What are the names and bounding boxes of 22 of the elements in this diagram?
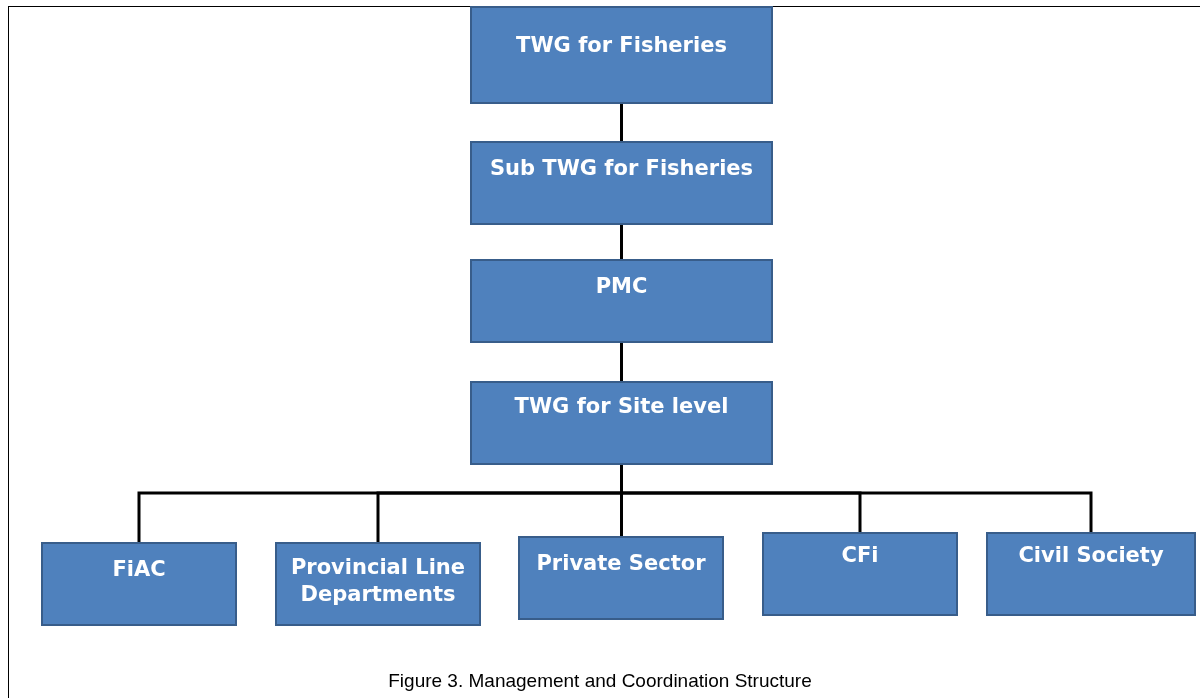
box-label: TWG for Site level bbox=[514, 393, 729, 420]
box-label: Private Sector bbox=[536, 550, 706, 577]
org-box bbox=[518, 536, 724, 620]
box-label: Sub TWG for Fisheries bbox=[489, 155, 754, 182]
box-label: FiAC bbox=[112, 556, 166, 583]
org-box bbox=[470, 141, 773, 225]
figure-caption: Figure 3. Management and Coordination Structure bbox=[387, 670, 813, 692]
connector-line bbox=[620, 225, 623, 259]
box-label: Provincial Line Departments bbox=[289, 554, 467, 609]
org-box bbox=[470, 259, 773, 343]
box-label: TWG for Fisheries bbox=[516, 32, 727, 59]
org-box bbox=[275, 542, 481, 626]
org-box bbox=[986, 532, 1196, 616]
connector-line bbox=[620, 104, 623, 141]
org-box bbox=[470, 6, 773, 104]
org-box bbox=[41, 542, 237, 626]
connector-line bbox=[620, 343, 623, 381]
box-label: Civil Society bbox=[1018, 542, 1164, 569]
box-label: PMC bbox=[595, 273, 648, 300]
org-box bbox=[762, 532, 958, 616]
org-box bbox=[470, 381, 773, 465]
box-label: CFi bbox=[841, 542, 879, 569]
